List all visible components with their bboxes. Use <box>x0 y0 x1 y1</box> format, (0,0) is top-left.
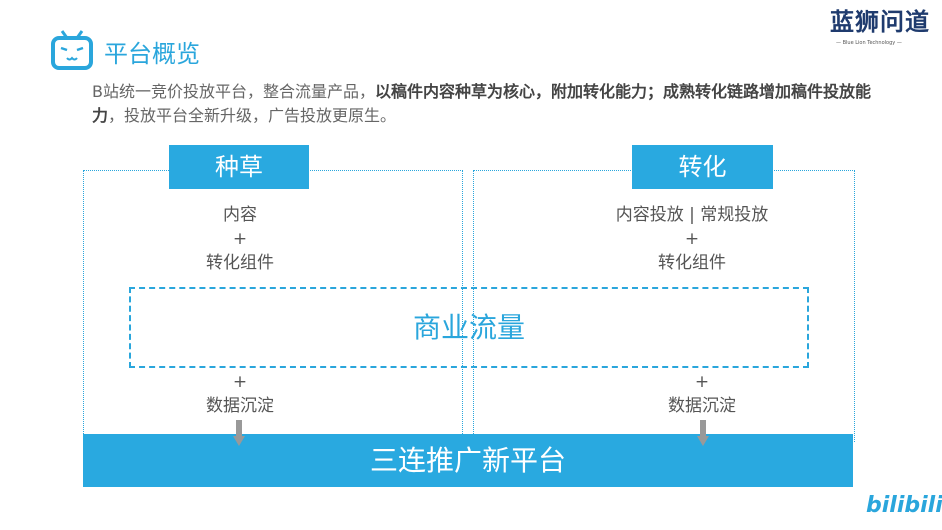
right-line1: 内容投放 | 常规投放 <box>615 205 769 225</box>
new-platform-label: 三连推广新平台 <box>369 443 566 477</box>
right-plus2: + <box>694 372 710 392</box>
right-items: 内容投放 | 常规投放 + 转化组件 <box>572 203 812 275</box>
down-arrow-icon <box>233 420 245 446</box>
left-bottom: + 数据沉淀 <box>140 370 340 418</box>
tag-zhongcao: 种草 <box>169 145 309 189</box>
right-bottom: + 数据沉淀 <box>602 370 802 418</box>
brand-logo: 蓝狮问道 <box>830 8 930 36</box>
left-line3: 数据沉淀 <box>206 396 274 416</box>
left-plus2: + <box>232 372 248 392</box>
down-arrow-icon <box>697 420 709 446</box>
left-line2: 转化组件 <box>206 253 274 273</box>
brand-subtitle: — Blue Lion Technology — <box>836 40 902 46</box>
right-line3: 数据沉淀 <box>668 396 736 416</box>
description: B站统一竞价投放平台，整合流量产品，以稿件内容种草为核心，附加转化能力；成熟转化… <box>92 80 892 128</box>
commercial-traffic-label: 商业流量 <box>412 310 525 344</box>
page-title: 平台概览 <box>104 40 200 68</box>
desc-bold: 以稿件内容种草为核心，附加转化能力；成熟转化链路增加稿件投放能力 <box>92 82 871 125</box>
left-plus: + <box>232 229 248 249</box>
new-platform-bar: 三连推广新平台 <box>83 434 853 487</box>
tag-zhuanhua: 转化 <box>632 145 773 189</box>
right-plus: + <box>684 229 700 249</box>
desc-part2: ，投放平台全新升级，广告投放更原生。 <box>108 106 397 125</box>
right-line2: 转化组件 <box>658 253 726 273</box>
bilibili-tv-icon <box>51 30 93 70</box>
left-items: 内容 + 转化组件 <box>140 203 340 275</box>
left-line1: 内容 <box>223 205 257 225</box>
bilibili-logo: bilibili <box>866 493 942 518</box>
desc-part1: B站统一竞价投放平台，整合流量产品， <box>92 82 375 101</box>
commercial-traffic-box: 商业流量 <box>129 287 809 368</box>
